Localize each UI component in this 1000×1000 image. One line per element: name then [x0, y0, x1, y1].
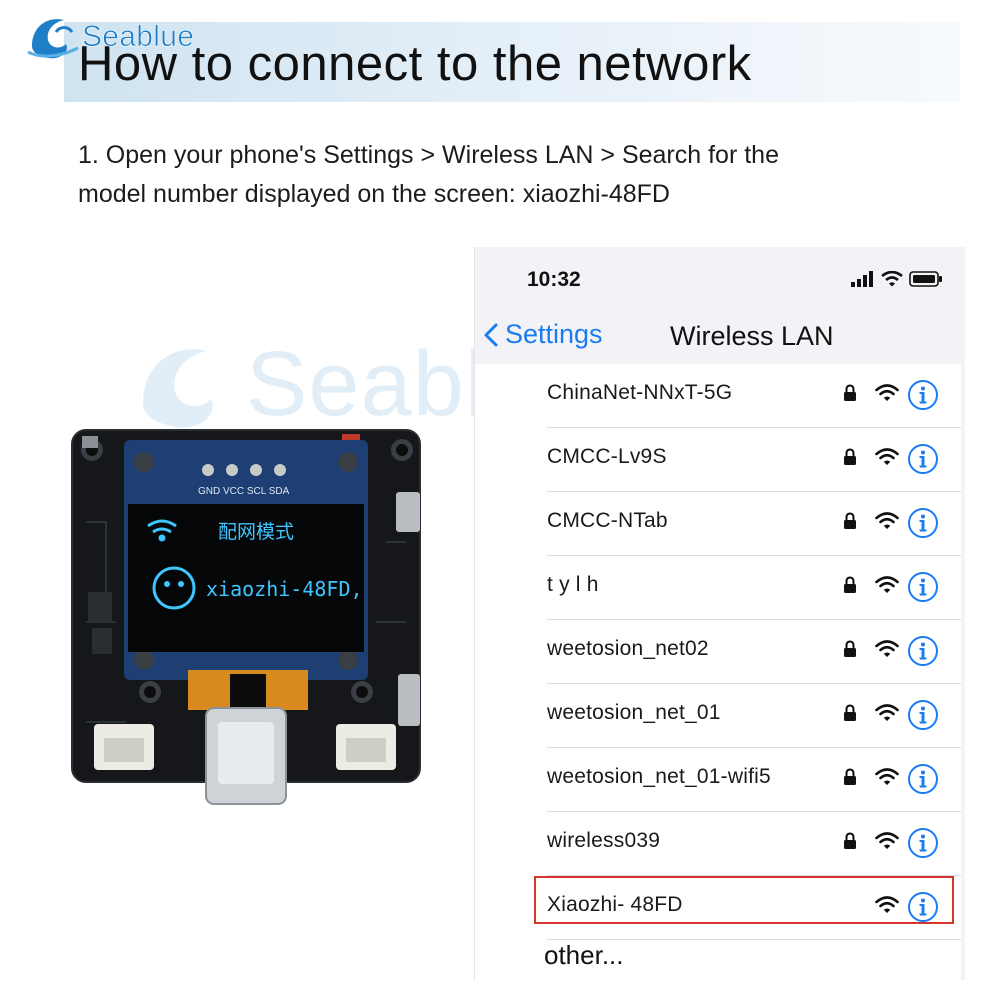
cellular-signal-icon — [851, 271, 873, 287]
status-icons — [851, 271, 943, 287]
info-icon[interactable] — [907, 443, 939, 480]
status-bar: 10:32 — [475, 247, 965, 311]
network-name: CMCC-NTab — [547, 509, 668, 532]
network-row[interactable]: wireless039 — [547, 812, 961, 876]
lock-icon — [843, 832, 857, 855]
back-button[interactable]: Settings — [483, 319, 603, 350]
network-name: CMCC-Lv9S — [547, 445, 667, 468]
network-row[interactable]: CMCC-Lv9S — [547, 428, 961, 492]
network-name: weetosion_net_01 — [547, 701, 721, 724]
smiley-face-icon — [152, 566, 196, 610]
wifi-signal-icon — [875, 831, 899, 856]
screen-wifi-icon — [147, 519, 177, 542]
network-name: t y l h — [547, 573, 599, 596]
network-row[interactable]: Xiaozhi- 48FD — [547, 876, 961, 940]
screen-ssid: xiaozhi-48FD, — [206, 577, 363, 601]
wave-watermark-icon — [143, 348, 213, 428]
network-row[interactable]: weetosion_net02 — [547, 620, 961, 684]
wifi-signal-icon — [875, 767, 899, 792]
network-name: ChinaNet-NNxT-5G — [547, 381, 733, 404]
wifi-signal-icon — [875, 703, 899, 728]
nav-bar: Settings Wireless LAN — [475, 311, 965, 365]
instruction-line-1: 1. Open your phone's Settings > Wireless… — [78, 141, 779, 169]
wifi-signal-icon — [875, 383, 899, 408]
instruction-text: 1. Open your phone's Settings > Wireless… — [78, 136, 938, 214]
info-icon[interactable] — [907, 763, 939, 800]
status-time: 10:32 — [527, 268, 581, 291]
network-list: ChinaNet-NNxT-5G CMCC-Lv9S CMCC-NTab t y l … — [475, 364, 965, 940]
other-network-button[interactable]: other... — [544, 940, 624, 970]
brand-name: Seablue — [82, 20, 195, 54]
wifi-signal-icon — [875, 447, 899, 472]
info-icon[interactable] — [907, 827, 939, 864]
network-name: Xiaozhi- 48FD — [547, 893, 683, 916]
pin-labels: GND VCC SCL SDA — [198, 486, 290, 497]
nav-title: Wireless LAN — [670, 321, 834, 351]
wifi-signal-icon — [875, 639, 899, 664]
wave-logo-icon — [27, 19, 79, 59]
network-row[interactable]: weetosion_net_01 — [547, 684, 961, 748]
info-icon[interactable] — [907, 507, 939, 544]
info-icon[interactable] — [907, 699, 939, 736]
network-name: weetosion_net_01-wifi5 — [547, 765, 771, 788]
wifi-signal-icon — [875, 511, 899, 536]
lock-icon — [843, 640, 857, 663]
battery-icon — [909, 271, 942, 287]
info-icon[interactable] — [907, 635, 939, 672]
network-row[interactable]: ChinaNet-NNxT-5G — [547, 364, 961, 428]
back-label: Settings — [505, 319, 603, 349]
network-name: weetosion_net02 — [547, 637, 709, 660]
network-row[interactable]: weetosion_net_01-wifi5 — [547, 748, 961, 812]
lock-icon — [843, 704, 857, 727]
wifi-status-icon — [881, 271, 903, 287]
info-icon[interactable] — [907, 891, 939, 928]
xiaozhi-board-image: GND VCC SCL SDA 配网模式 xiaozhi-48FD, — [71, 429, 421, 805]
page-title: How to connect to the network — [78, 37, 752, 91]
lock-icon — [843, 576, 857, 599]
screen-mode-title: 配网模式 — [218, 521, 294, 543]
info-icon[interactable] — [907, 379, 939, 416]
info-icon[interactable] — [907, 571, 939, 608]
wifi-signal-icon — [875, 895, 899, 920]
brand-logo: Seablue — [26, 12, 194, 62]
chevron-left-icon — [484, 323, 498, 346]
network-row[interactable]: CMCC-NTab — [547, 492, 961, 556]
title-band — [64, 22, 960, 102]
lock-icon — [843, 768, 857, 791]
instruction-line-2: model number displayed on the screen: xi… — [78, 180, 670, 208]
phone-screenshot: 10:32 Settings Wireless LA — [474, 247, 965, 980]
lock-icon — [843, 512, 857, 535]
network-row[interactable]: t y l h — [547, 556, 961, 620]
network-name: wireless039 — [547, 829, 661, 852]
lock-icon — [843, 448, 857, 471]
wifi-signal-icon — [875, 575, 899, 600]
lock-icon — [843, 384, 857, 407]
